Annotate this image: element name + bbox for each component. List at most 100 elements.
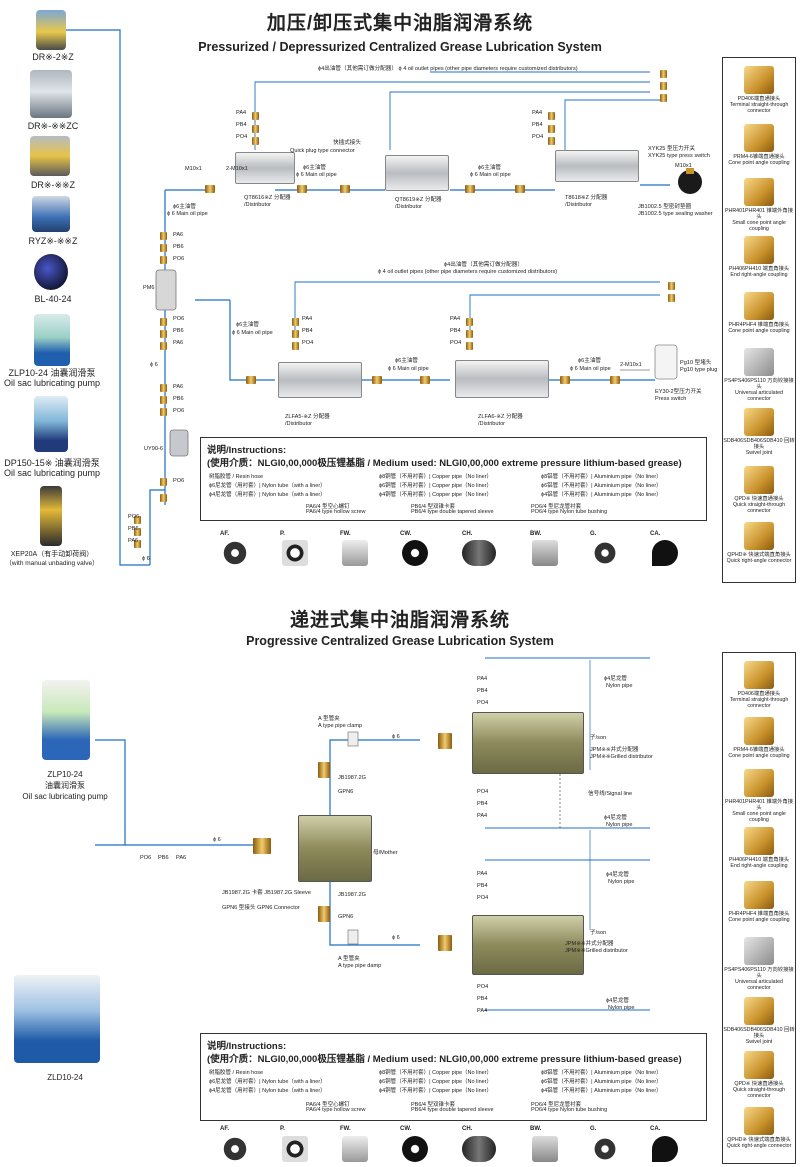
fan-icon [222, 1136, 248, 1162]
icon-label: G. [590, 1126, 597, 1132]
pump-label: DR※-※※Z [30, 180, 76, 190]
gpn-label: GPN6 [338, 789, 354, 795]
label-po6: PO6 [140, 855, 152, 861]
phi6-label: ϕ 6 [142, 556, 150, 562]
pump-icon [282, 1136, 308, 1162]
pump-label: DR※-※※ZC [27, 121, 79, 131]
pump-image [34, 396, 68, 452]
instructions-box-bottom: 说明/Instructions: (使用介质：NLGI0,00,000极压锂基脂… [200, 1033, 707, 1121]
m10b-label: 2-M10x1 [620, 362, 642, 368]
label-pb4: PB4 [477, 688, 488, 694]
legend-key: PB6/4 型双锥卡套 [411, 1102, 456, 1108]
label-pb6: PB6 [128, 526, 139, 532]
label-pb4: PB4 [302, 328, 313, 334]
instructions-medium: (使用介质：NLGI0,00,000极压锂基脂 / Medium used: N… [207, 458, 682, 469]
sleeve-label: JB1987.2G 卡套 JB1987.2G Sleeve [222, 890, 311, 896]
nylon-en: Nylon pipe [608, 1005, 635, 1011]
switch-label-en: XYK25 type press switch [648, 153, 710, 159]
outlet-pipe [294, 281, 660, 330]
uy-fitting [169, 429, 189, 457]
dist-label: QT8616※Z 分配器 /Distributor [244, 195, 291, 208]
distributor-zlfa6 [455, 360, 549, 398]
dist-label: T8618※Z 分配器 /Distributor [565, 195, 608, 208]
main-pipe-en: ϕ 6 Main oil pipe [388, 366, 429, 372]
legend-item: ϕ6尼龙管（用衬套）| Nylon tube（with a liner） [209, 483, 326, 489]
branch-pipe [329, 880, 420, 946]
fan-icon [222, 540, 248, 566]
quick-plug-cn: 快插式接头 [333, 140, 361, 146]
switch-fitting [686, 168, 694, 174]
legend-item: ϕ6铜管（不用衬套）| Copper pipe（No liner） [379, 1079, 493, 1085]
icon-label: CH. [462, 1126, 473, 1132]
gpn-label: GPN6 [338, 914, 354, 920]
label-pb4: PB4 [477, 996, 488, 1002]
label-pa6: PA6 [173, 384, 184, 390]
legend-item: 树脂胶管 / Resin hose [209, 474, 264, 480]
main-pipe-cn: ϕ6主油管 [395, 358, 419, 364]
icon-label: G. [590, 531, 597, 537]
label-pa4: PA4 [477, 1008, 488, 1014]
pump-label-en: （with manual unbading valve） [5, 560, 99, 567]
quick-plug-en: Quick plug type connector [290, 148, 355, 154]
bearing-icon [532, 1136, 558, 1162]
phi6-label: ϕ 6 [213, 837, 221, 843]
main-pipe-cn: ϕ6主油管 [236, 322, 260, 328]
distributor-zlfa5 [278, 362, 362, 398]
pressure-switch [678, 170, 702, 194]
distributor-qt8619 [385, 155, 449, 191]
pump-image [36, 10, 66, 50]
instructions-medium: (使用介质：NLGI0,00,000极压锂基脂 / Medium used: N… [207, 1054, 682, 1065]
pump-label: DP150-15※ 油囊润滑泵 [4, 458, 100, 468]
gpn6-fitting [438, 733, 452, 749]
pump-label-en: Oil sac lubricating pump [3, 378, 101, 388]
pump-label-en: Oil sac lubricating pump [3, 468, 101, 478]
legend-key-en: PB6/4 type double tapered sleeve [411, 1107, 494, 1113]
gpn6-fitting [438, 935, 452, 951]
pump-image [30, 136, 70, 176]
pump-image [34, 254, 68, 290]
label-po4: PO4 [236, 134, 248, 140]
legend-key: PB6/4 型双锥卡套 [411, 504, 456, 510]
legend-key: PA6/4 型空心螺钉 [306, 504, 350, 510]
mother-distributor [298, 815, 372, 882]
pump-label-cn: 油囊润滑泵 [45, 781, 85, 790]
main-pipe-cn: ϕ6主油管 [303, 165, 327, 171]
gear-icon [592, 540, 618, 566]
pump-image [30, 70, 72, 118]
legend-key: PO6/4 型尼龙管衬套 [531, 504, 582, 510]
chain-icon [462, 540, 496, 566]
legend-item: ϕ4铜管（不用衬套）| Copper pipe（No liner） [379, 492, 493, 498]
label-po4: PO4 [477, 789, 489, 795]
nylon-cn: ϕ4尼龙管 [606, 998, 630, 1004]
legend-key-en: PB6/4 type double tapered sleeve [411, 509, 494, 515]
pump-label: XEP20A（有手动卸荷阀） [10, 551, 94, 558]
legend-key-en: PO6/4 type Nylon tube bushing [531, 509, 608, 515]
legend-item: ϕ4铜管（不用衬套）| Copper pipe（No liner） [379, 1088, 493, 1094]
legend-item: ϕ8铝管（不用衬套）| Aluminium pipe（No liner） [541, 474, 662, 480]
icon-label: BW. [530, 531, 542, 537]
label-pa6: PA6 [173, 232, 184, 238]
pump-label: BL-40-24 [34, 294, 72, 304]
main-pipe-en: ϕ 6 Main oil pipe [570, 366, 611, 372]
jpm-label: JPM※※并式分配器 [590, 747, 639, 753]
label-po6: PO6 [173, 408, 185, 414]
pm6-label: PM6 [143, 285, 155, 291]
instructions-heading: 说明/Instructions: [207, 1041, 287, 1052]
legend-key: PO6/4 型尼龙管衬套 [531, 1102, 582, 1108]
main-pipe-5 [229, 300, 275, 381]
pressure-switch-2 [654, 344, 678, 380]
chain-icon [462, 1136, 496, 1162]
label-pb4: PB4 [477, 801, 488, 807]
nylon-en: Nylon pipe [606, 683, 633, 689]
pg10-label-en: Pg10 type plug [680, 367, 718, 373]
label-pa6: PA6 [176, 855, 187, 861]
instructions-box-top: 说明/Instructions: (使用介质：NLGI0,00,000极压锂基脂… [200, 437, 707, 521]
clamp-cn: A 型管夹 [318, 716, 340, 722]
nylon-cn: ϕ4尼龙管 [604, 676, 628, 682]
outlet-note-2-en: ϕ 4 oil outlet pipes (other pipe diamete… [378, 269, 558, 275]
